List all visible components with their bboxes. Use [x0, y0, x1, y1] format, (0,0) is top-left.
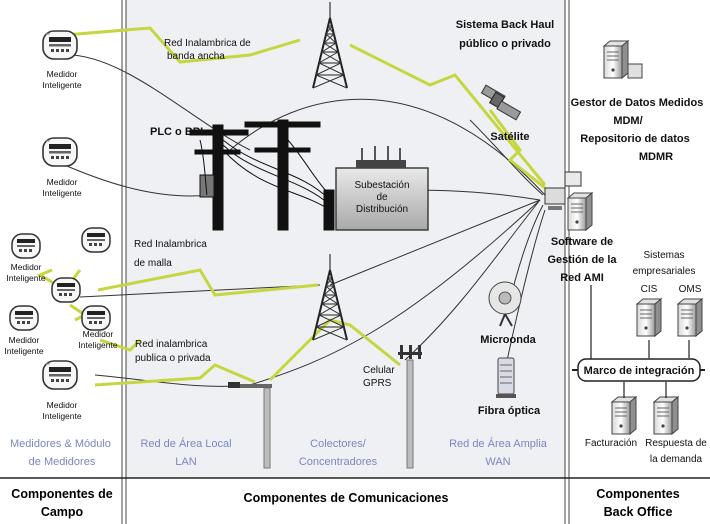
label-backhaul: Sistema Back Haul público o privado — [456, 19, 554, 50]
label-billing: Facturación — [585, 438, 637, 449]
label-broadband: Red Inalambrica de banda ancha — [164, 38, 251, 62]
integration-framework-bar: Marco de integración — [572, 358, 705, 382]
svg-text:Medidor: Medidor — [83, 329, 114, 339]
svg-text:Componentes: Componentes — [596, 487, 679, 501]
svg-text:Sistemas: Sistemas — [643, 250, 684, 261]
svg-text:Sistema Back Haul: Sistema Back Haul — [456, 19, 554, 31]
label-plc-bpl: PLC o BPL — [150, 126, 207, 138]
mdm-server-icon — [603, 40, 643, 79]
svg-text:Distribución: Distribución — [356, 204, 408, 215]
tower2-to-ami-line — [329, 199, 541, 286]
label-public-private: Red inalambrica publica o privada — [135, 339, 211, 364]
svg-text:Medidor: Medidor — [11, 262, 42, 272]
collector-pole-gprs — [398, 345, 422, 469]
svg-text:la demanda: la demanda — [650, 454, 703, 465]
svg-text:Software de: Software de — [551, 236, 613, 248]
label-lan: Red de Área Local LAN — [140, 437, 231, 468]
label-ami-software: Software de Gestión de la Red AMI — [547, 236, 617, 284]
label-satellite: Satélite — [490, 131, 529, 143]
svg-text:Gestión de la: Gestión de la — [547, 254, 617, 266]
oms-server-icon — [677, 298, 703, 337]
smart-meter-2: Medidor Inteligente — [42, 137, 82, 198]
svg-text:Campo: Campo — [41, 505, 84, 519]
svg-text:Red Inalambrica: Red Inalambrica — [134, 239, 207, 250]
svg-text:de malla: de malla — [134, 258, 172, 269]
svg-text:público o privado: público o privado — [459, 38, 551, 50]
svg-text:Medidor: Medidor — [47, 177, 78, 187]
svg-text:LAN: LAN — [175, 456, 196, 468]
smart-meter-1: Medidor Inteligente — [42, 30, 82, 90]
svg-text:Inteligente: Inteligente — [42, 411, 81, 421]
field-section-title: Medidores & Módulo de Medidores — [10, 438, 114, 468]
satellite-icon — [480, 84, 522, 121]
svg-text:publica o privada: publica o privada — [135, 353, 211, 364]
collector-to-ami-line — [249, 199, 541, 386]
label-microwave: Microonda — [480, 334, 536, 346]
smart-meter-3: Medidor Inteligente — [42, 360, 82, 421]
mesh-to-ami-line — [79, 284, 321, 298]
cis-server-icon — [636, 298, 662, 337]
svg-text:Concentradores: Concentradores — [299, 456, 378, 468]
svg-text:Medidor: Medidor — [47, 69, 78, 79]
svg-text:Inteligente: Inteligente — [42, 188, 81, 198]
meter1-to-pole-line — [59, 54, 251, 151]
label-collectors: Colectores/ Concentradores — [299, 438, 378, 468]
svg-text:Colectores/: Colectores/ — [310, 438, 367, 450]
label-demand-response: Respuesta de la demanda — [645, 438, 707, 465]
footer-communications: Componentes de Comunicaciones — [244, 491, 449, 505]
utility-poles — [189, 119, 335, 231]
svg-text:Medidor: Medidor — [47, 400, 78, 410]
svg-text:MDM/: MDM/ — [613, 115, 642, 127]
footer-field: Componentes de Campo — [11, 487, 112, 519]
svg-text:Red Inalambrica de: Red Inalambrica de — [164, 38, 251, 49]
billing-server-icon — [611, 396, 637, 435]
svg-text:GPRS: GPRS — [363, 378, 392, 389]
distribution-substation: Subestación de Distribución — [335, 146, 429, 231]
svg-text:Inteligente: Inteligente — [42, 80, 81, 90]
mesh-meter-cluster: Medidor Inteligente Medidor Inteligente … — [4, 227, 118, 356]
svg-text:banda ancha: banda ancha — [167, 51, 225, 62]
svg-text:Respuesta de: Respuesta de — [645, 438, 707, 449]
svg-text:OMS: OMS — [679, 284, 702, 295]
svg-text:Medidor: Medidor — [9, 335, 40, 345]
svg-text:WAN: WAN — [485, 456, 510, 468]
svg-text:Inteligente: Inteligente — [4, 346, 43, 356]
fiber-optic-icon — [496, 357, 516, 398]
label-gprs: Celular GPRS — [363, 365, 395, 389]
svg-text:Componentes de: Componentes de — [11, 487, 112, 501]
svg-text:Inteligente: Inteligente — [78, 340, 117, 350]
demand-server-icon — [653, 396, 679, 435]
label-mesh: Red Inalambrica de malla — [134, 239, 207, 269]
ami-headend-icon — [544, 171, 593, 231]
label-fiber: Fibra óptica — [478, 405, 541, 417]
svg-text:Inteligente: Inteligente — [6, 273, 45, 283]
microwave-dish-icon — [488, 281, 522, 327]
svg-text:MDMR: MDMR — [639, 151, 673, 163]
svg-text:Subestación: Subestación — [354, 180, 409, 191]
svg-text:empresariales: empresariales — [633, 266, 696, 277]
meter2-to-pole-line — [59, 162, 211, 197]
footer-backoffice: Componentes Back Office — [596, 487, 679, 519]
svg-text:Gestor de Datos Medidos: Gestor de Datos Medidos — [571, 97, 704, 109]
label-enterprise: Sistemas empresariales CIS OMS — [633, 250, 702, 295]
svg-text:Red de Área Local: Red de Área Local — [140, 437, 231, 450]
svg-text:Marco de integración: Marco de integración — [584, 365, 695, 377]
svg-text:CIS: CIS — [641, 284, 658, 295]
svg-text:Red de Área Amplia: Red de Área Amplia — [449, 437, 548, 450]
wireless-links — [36, 26, 547, 387]
svg-text:Back Office: Back Office — [604, 505, 673, 519]
svg-text:Repositorio de datos: Repositorio de datos — [580, 133, 689, 145]
svg-text:Celular: Celular — [363, 365, 395, 376]
svg-text:Red inalambrica: Red inalambrica — [135, 339, 208, 350]
svg-text:de: de — [376, 192, 388, 203]
svg-text:Red AMI: Red AMI — [560, 272, 604, 284]
label-mdm: Gestor de Datos Medidos MDM/ Repositorio… — [571, 97, 704, 163]
label-wan: Red de Área Amplia WAN — [449, 437, 548, 468]
collector-pole-lan — [228, 382, 272, 469]
